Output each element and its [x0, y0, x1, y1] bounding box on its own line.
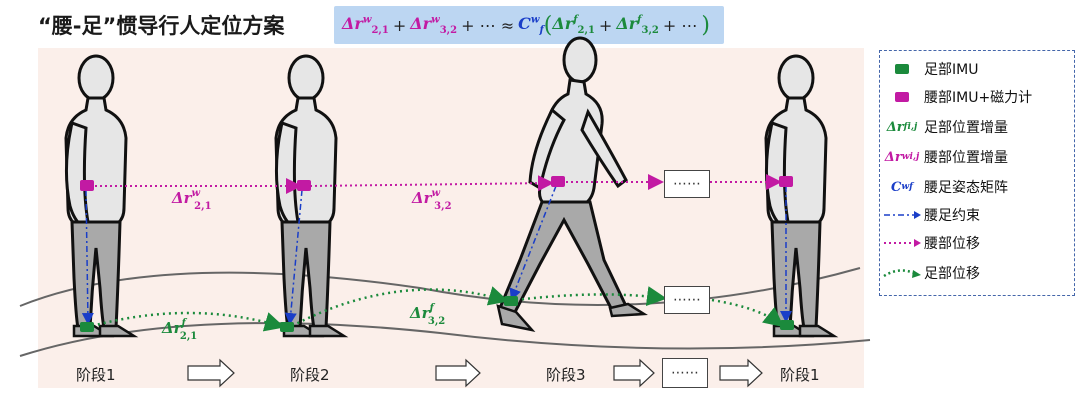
legend-attitude-label: 腰足姿态矩阵 [924, 180, 1008, 196]
formula-plus: + [392, 15, 407, 35]
formula-dots: + ⋯ ≈ [461, 15, 515, 35]
waist-displacement-line-icon [880, 238, 924, 248]
waist-foot-constraint-1 [81, 189, 94, 325]
foot-displacement-1 [91, 311, 285, 332]
scene-background [38, 48, 864, 388]
constraint-line-icon [880, 210, 924, 220]
legend-foot-displacement: 足部位移 [880, 261, 980, 285]
foot-imu-marker [780, 320, 794, 330]
formula-term3: Δrf2,1 [552, 13, 595, 37]
formula-tail: + ⋯ [662, 15, 698, 35]
legend-constraint: 腰足约束 [880, 203, 980, 227]
formula-term2: Δrw3,2 [410, 13, 458, 37]
foot-displacement-3 [515, 286, 667, 307]
arrow-right-icon [719, 358, 763, 388]
legend-waist-displacement: 腰部位移 [880, 231, 980, 255]
waist-displacement-2 [309, 175, 554, 192]
foot-displacement-2 [291, 286, 509, 328]
ellipsis-box-foot: ⋯⋯ [664, 286, 710, 314]
legend-waist-displacement-label: 腰部位移 [924, 236, 980, 252]
foot-displacement-line-icon [880, 266, 924, 280]
formula-c: Cwf [518, 13, 544, 37]
foot-imu-marker [504, 296, 518, 306]
waist-imu-marker [779, 176, 793, 187]
foot-imu-marker [80, 322, 94, 332]
formula-close: ) [701, 12, 710, 38]
waist-foot-constraint-2 [284, 189, 303, 325]
waist-imu-marker [551, 176, 565, 187]
formula-box: Δrw2,1 + Δrw3,2 + ⋯ ≈ Cwf ( Δrf2,1 + Δrf… [334, 6, 724, 44]
legend-foot-increment-label: 足部位置增量 [924, 120, 1008, 136]
arrow-right-icon [613, 358, 655, 388]
stage-label-2: 阶段2 [290, 366, 330, 384]
legend-waist-imu: 腰部IMU+磁力计 [880, 85, 1032, 109]
ellipsis-box-stage: ⋯⋯ [662, 358, 708, 388]
foot-displacement-4 [711, 298, 784, 328]
legend-constraint-label: 腰足约束 [924, 208, 980, 224]
legend-foot-displacement-label: 足部位移 [924, 266, 980, 282]
stage-label-3: 阶段3 [546, 366, 586, 384]
ellipsis-box-waist: ⋯⋯ [664, 170, 710, 198]
legend-foot-imu-label: 足部IMU [924, 62, 979, 78]
foot-imu-icon [895, 64, 909, 74]
legend-waist-increment-label: 腰部位置增量 [924, 150, 1008, 166]
stage-label-4: 阶段1 [780, 366, 820, 384]
formula-term4: Δrf3,2 [616, 13, 659, 37]
arrow-right-icon [435, 358, 481, 388]
legend-foot-imu: 足部IMU [880, 57, 978, 81]
foot-imu-marker [280, 322, 294, 332]
formula-open: ( [543, 12, 553, 38]
ground-line-top [19, 267, 861, 307]
waist-foot-constraint-3 [509, 185, 557, 301]
waist-imu-marker [297, 180, 311, 191]
diagram-title: “腰-足”惯导行人定位方案 [38, 14, 285, 38]
formula-plus2: + [598, 15, 613, 35]
stage-label-1: 阶段1 [76, 366, 116, 384]
waist-imu-icon [895, 92, 909, 102]
formula-term1: Δrw2,1 [342, 13, 389, 37]
ground-line-bottom [19, 322, 871, 357]
legend-waist-imu-label: 腰部IMU+磁力计 [924, 90, 1033, 106]
waist-imu-marker [80, 180, 94, 191]
arrow-right-icon [187, 358, 235, 388]
